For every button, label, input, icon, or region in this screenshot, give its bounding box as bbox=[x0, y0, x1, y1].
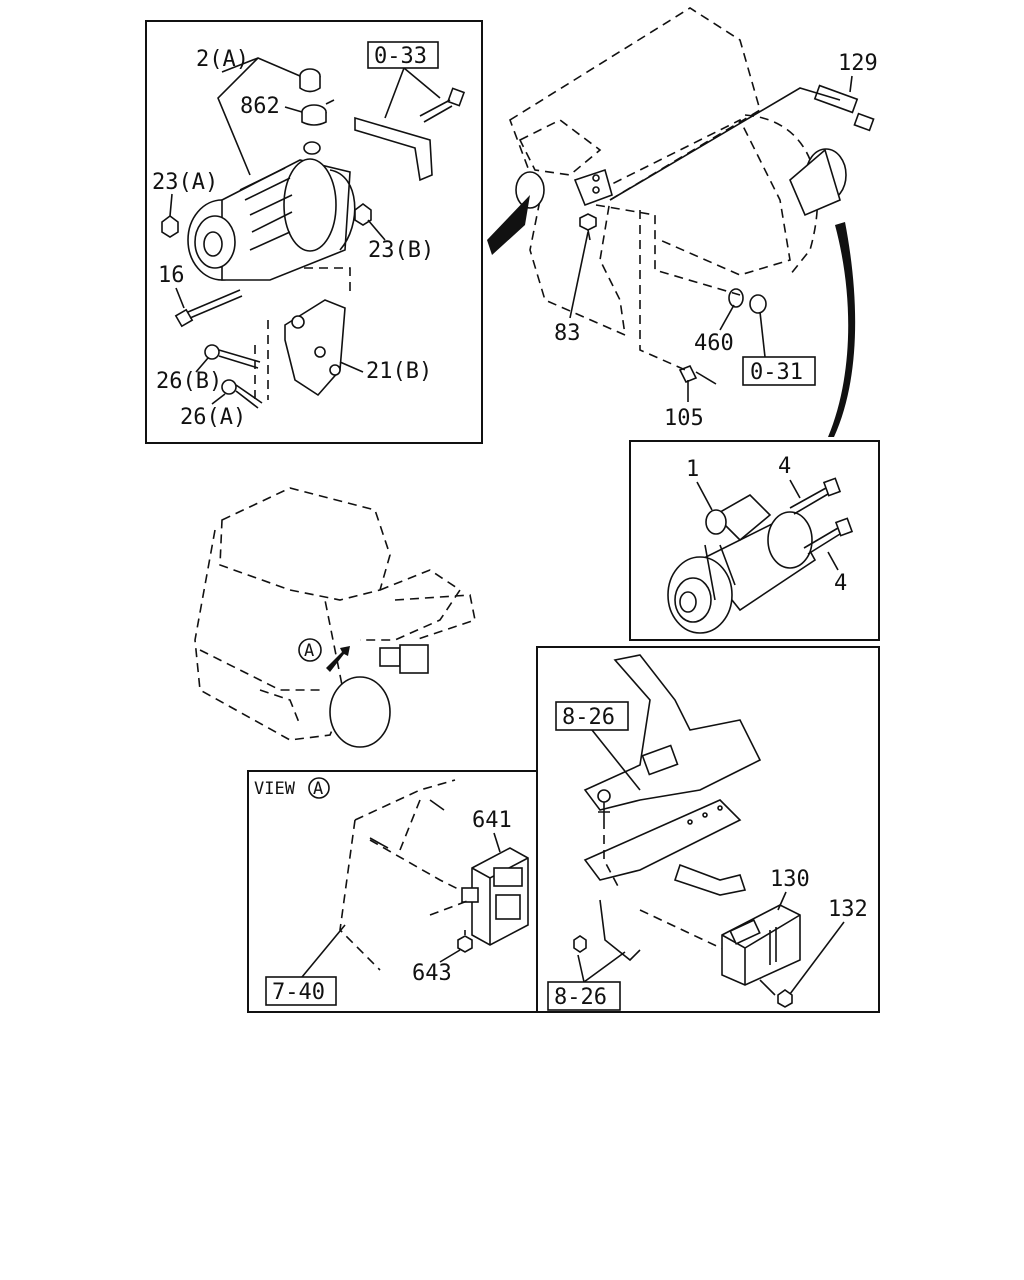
pointer-wedge-right bbox=[828, 222, 856, 437]
label-105: 105 bbox=[664, 406, 704, 431]
alternator-assembly bbox=[161, 68, 466, 409]
leader-starter-4b bbox=[827, 551, 839, 571]
view-a-panel-frame bbox=[247, 770, 538, 1013]
leader-83 bbox=[569, 231, 589, 319]
engine-block bbox=[487, 7, 875, 437]
leader-130 bbox=[777, 891, 787, 911]
starter-panel-frame bbox=[629, 440, 880, 641]
alternator-panel-frame bbox=[145, 20, 483, 444]
leader-0-33 bbox=[384, 67, 441, 119]
ref-box-0-33[interactable]: 0-33 bbox=[367, 41, 439, 69]
label-23a: 23(A) bbox=[152, 170, 218, 195]
label-starter-1: 1 bbox=[686, 457, 699, 482]
label-2a: 2(A) bbox=[196, 47, 249, 72]
label-641: 641 bbox=[472, 808, 512, 833]
leader-23b bbox=[367, 219, 386, 241]
leader-21b bbox=[339, 361, 364, 373]
label-132: 132 bbox=[828, 897, 868, 922]
leader-129 bbox=[849, 75, 853, 93]
label-26a: 26(A) bbox=[180, 405, 246, 430]
truck-cab-illustration bbox=[194, 487, 476, 748]
label-130: 130 bbox=[770, 867, 810, 892]
leader-641 bbox=[493, 832, 501, 853]
label-862: 862 bbox=[240, 94, 280, 119]
leader-0-31 bbox=[759, 311, 766, 358]
leader-26b bbox=[195, 357, 209, 373]
leader-460 bbox=[719, 304, 735, 331]
svg-text:0-33: 0-33 bbox=[374, 44, 427, 69]
leader-862 bbox=[284, 106, 303, 113]
view-a-callout: A bbox=[298, 638, 322, 662]
label-16: 16 bbox=[158, 263, 185, 288]
pointer-wedge-left bbox=[487, 195, 530, 255]
view-a-title-letter: A bbox=[308, 777, 330, 799]
leader-2a bbox=[217, 57, 301, 176]
label-starter-4a: 4 bbox=[778, 454, 791, 479]
svg-text:A: A bbox=[304, 641, 314, 661]
starter-motor bbox=[667, 477, 854, 634]
label-129: 129 bbox=[838, 51, 878, 76]
svg-text:8-26: 8-26 bbox=[562, 705, 615, 730]
ref-box-7-40[interactable]: 7-40 bbox=[265, 976, 337, 1006]
leader-132 bbox=[789, 921, 845, 995]
label-21b: 21(B) bbox=[366, 359, 432, 384]
svg-text:8-26: 8-26 bbox=[554, 985, 607, 1010]
leader-16 bbox=[175, 287, 185, 309]
label-643: 643 bbox=[412, 961, 452, 986]
svg-text:A: A bbox=[313, 779, 323, 799]
view-a-title: VIEW bbox=[254, 779, 296, 799]
label-starter-4b: 4 bbox=[834, 571, 847, 596]
view-arrow-icon bbox=[326, 646, 350, 672]
leader-643 bbox=[439, 949, 461, 963]
relay-module-view-a bbox=[339, 779, 529, 971]
ref-box-0-31[interactable]: 0-31 bbox=[742, 356, 816, 386]
label-26b: 26(B) bbox=[156, 369, 222, 394]
leader-8-26-bottom bbox=[577, 951, 626, 983]
svg-text:0-31: 0-31 bbox=[750, 360, 803, 385]
leader-starter-4a bbox=[789, 479, 801, 499]
label-460: 460 bbox=[694, 331, 734, 356]
label-23b: 23(B) bbox=[368, 238, 434, 263]
ref-box-8-26-bottom[interactable]: 8-26 bbox=[547, 981, 621, 1011]
leader-26a bbox=[211, 393, 226, 405]
leader-23a bbox=[169, 193, 173, 217]
ref-box-8-26-top[interactable]: 8-26 bbox=[555, 701, 629, 731]
svg-text:7-40: 7-40 bbox=[272, 980, 325, 1005]
bracket-assembly bbox=[573, 654, 801, 1008]
leader-starter-1 bbox=[696, 481, 713, 511]
label-83: 83 bbox=[554, 321, 581, 346]
leader-7-40 bbox=[301, 924, 346, 978]
leader-8-26-top bbox=[591, 729, 641, 791]
